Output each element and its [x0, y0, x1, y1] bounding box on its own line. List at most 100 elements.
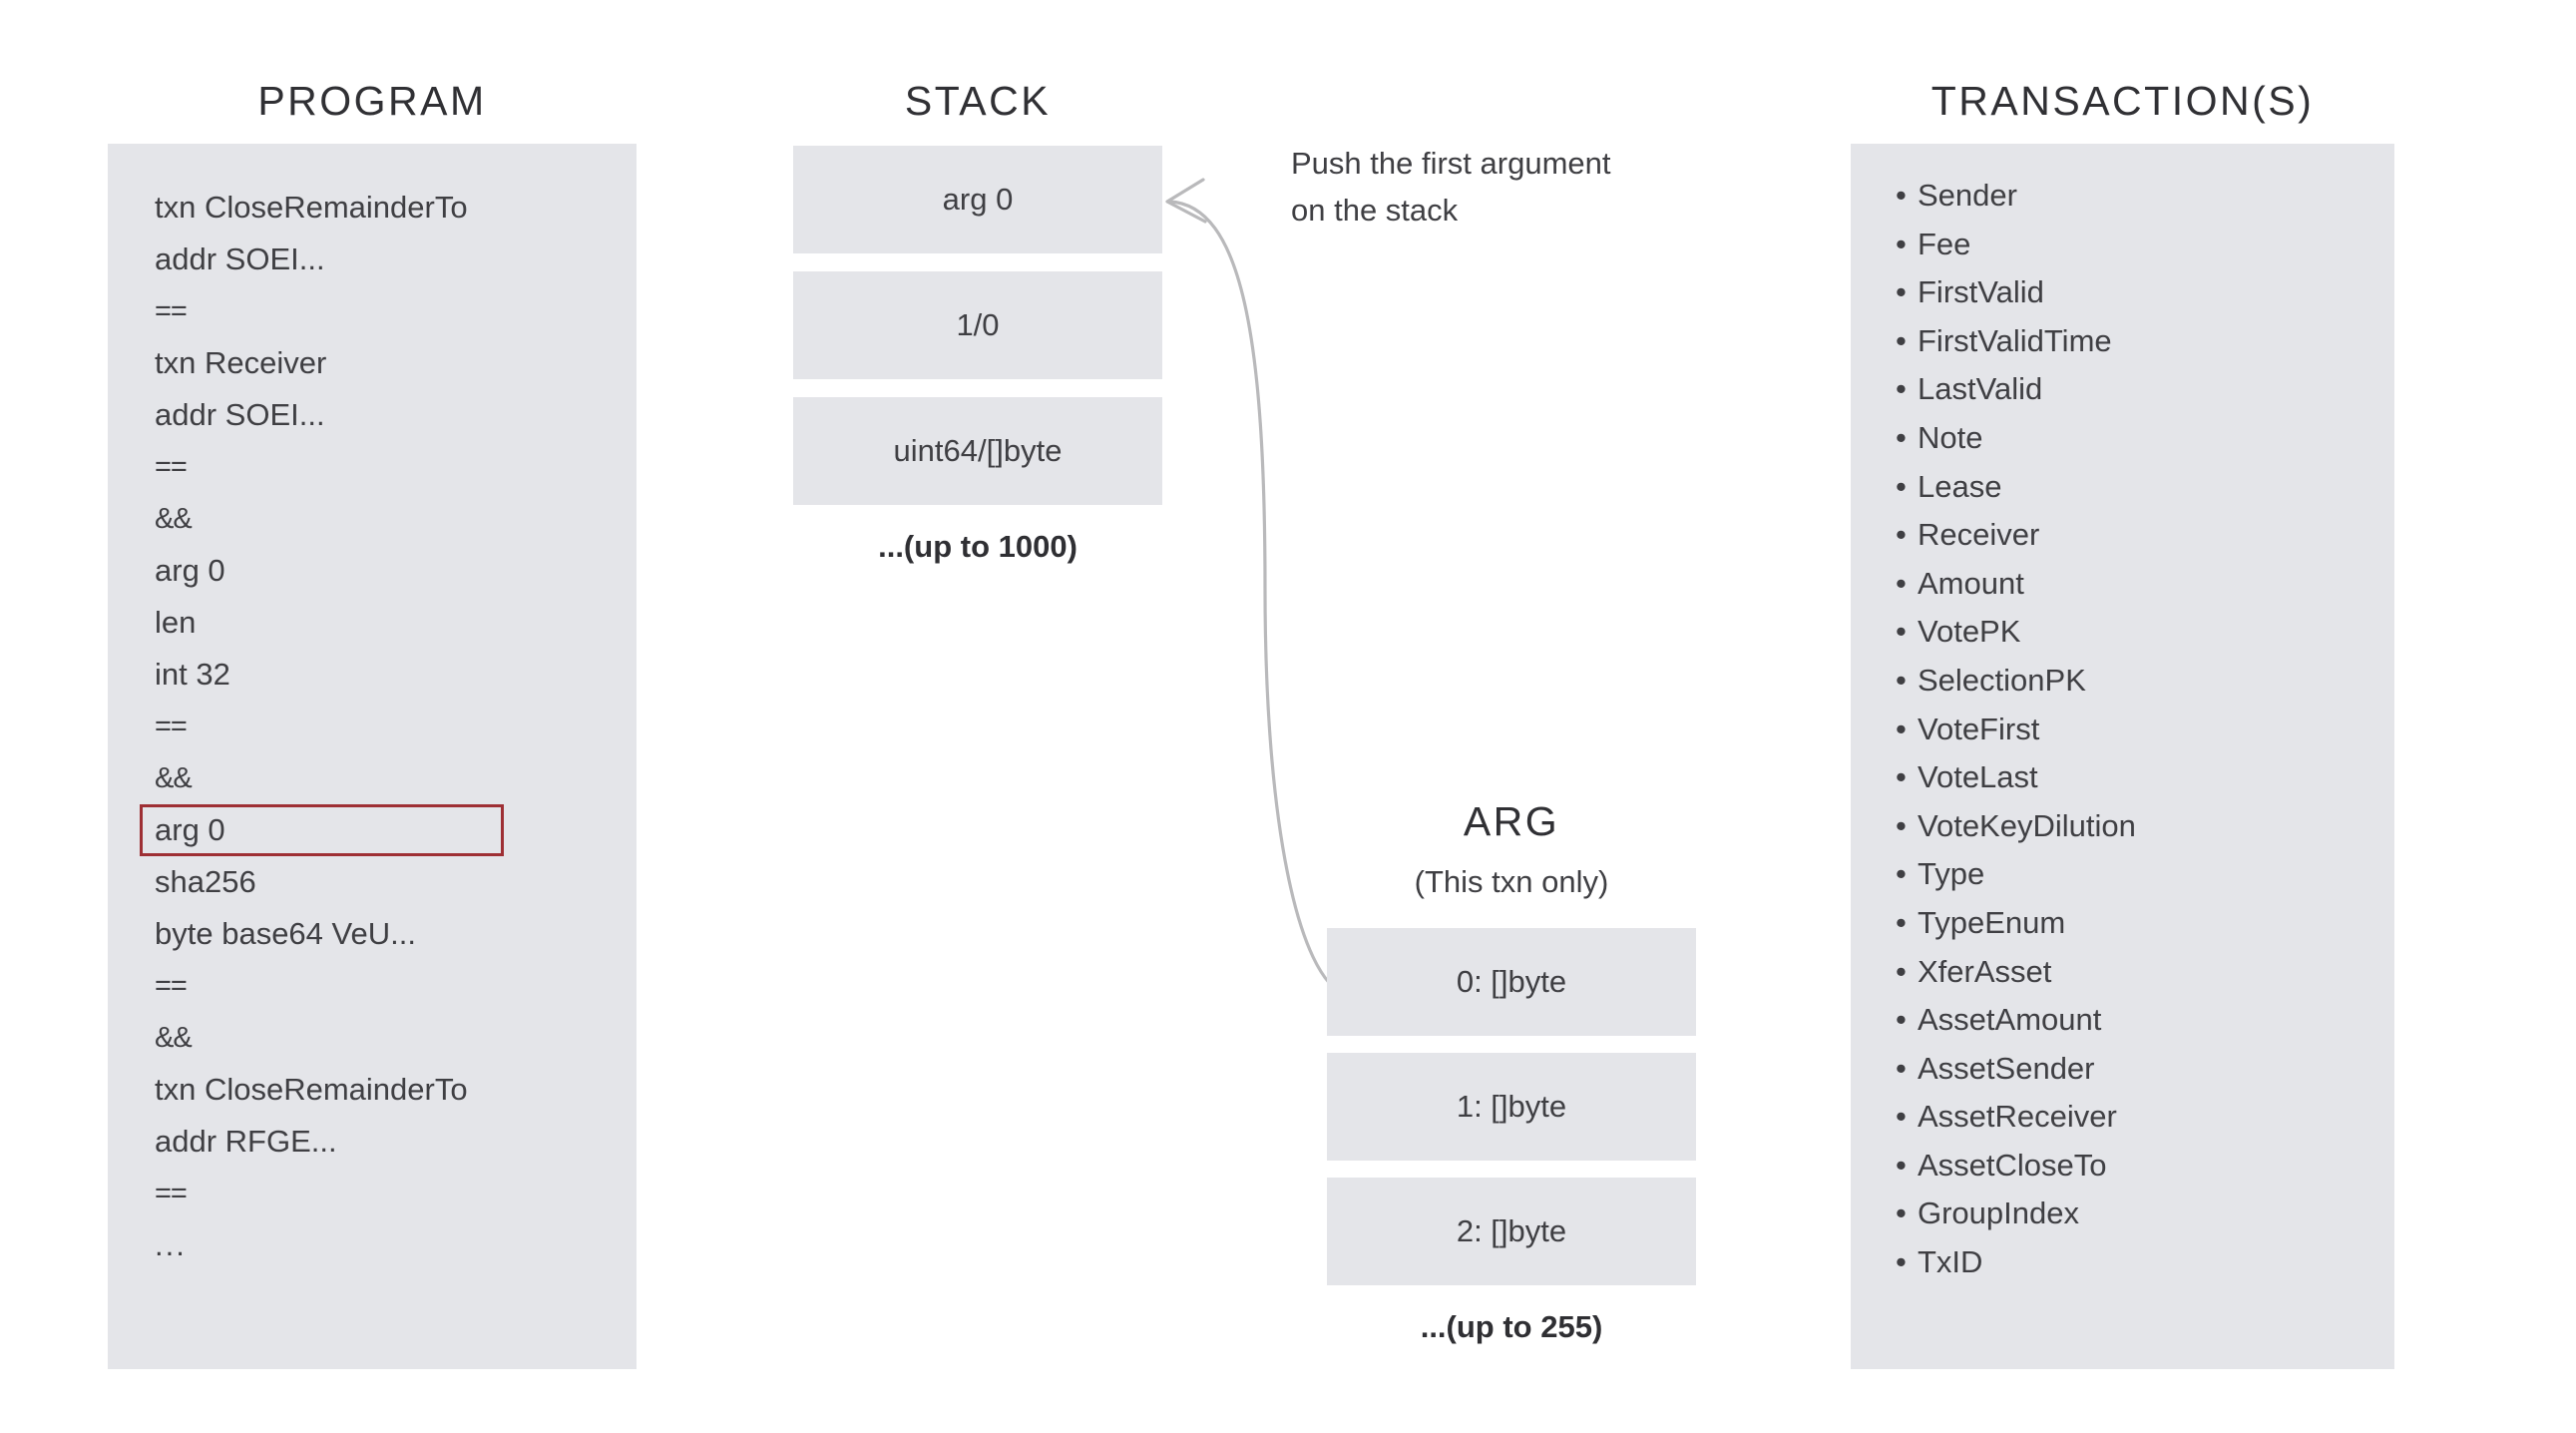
transaction-field-item: • Receiver: [1896, 511, 2374, 560]
program-line: txn CloseRemainderTo: [155, 190, 468, 225]
transaction-field-label: LastValid: [1918, 371, 2043, 407]
transaction-field-item: • AssetAmount: [1896, 996, 2374, 1045]
program-line: ==: [155, 295, 188, 327]
program-line: &&: [155, 762, 193, 794]
annotation-line-2: on the stack: [1291, 193, 1459, 228]
program-line: txn CloseRemainderTo: [155, 1072, 468, 1107]
transaction-field-item: • VoteLast: [1896, 753, 2374, 802]
transaction-field-label: Type: [1918, 856, 1985, 892]
bullet-icon: •: [1896, 953, 1907, 989]
push-argument-annotation: Push the first argument on the stack: [1291, 140, 1710, 234]
transaction-field-item: • XferAsset: [1896, 948, 2374, 997]
bullet-icon: •: [1896, 1002, 1907, 1038]
transaction-field-list: • Sender • Fee •FirstValid • FirstValidTime • La…: [1896, 172, 2374, 1287]
program-line: ==: [155, 451, 188, 483]
program-line: arg 0: [155, 553, 225, 588]
transaction-field-item: •AssetCloseTo: [1896, 1142, 2374, 1191]
transaction-field-label: VoteKeyDilution: [1918, 807, 2136, 843]
transaction-field-label: SelectionPK: [1918, 662, 2086, 698]
bullet-icon: •: [1896, 759, 1907, 795]
bullet-icon: •: [1896, 1099, 1907, 1135]
bullet-icon: •: [1896, 1050, 1907, 1086]
program-line: addr RFGE...: [155, 1124, 337, 1159]
transaction-field-item: • Amount: [1896, 560, 2374, 609]
transaction-field-label: FirstValidTime: [1918, 322, 2112, 358]
bullet-icon: •: [1896, 565, 1907, 601]
transaction-field-item: •GroupIndex: [1896, 1190, 2374, 1238]
transaction-field-item: • TxID: [1896, 1238, 2374, 1287]
program-line: addr SOEI...: [155, 397, 325, 432]
bullet-icon: •: [1896, 226, 1907, 261]
program-column-header: PROGRAM: [257, 78, 487, 124]
transaction-field-item: • Type: [1896, 850, 2374, 899]
program-line: &&: [155, 503, 193, 535]
bullet-icon: •: [1896, 371, 1907, 407]
stack-column-header: STACK: [904, 78, 1052, 124]
transaction-field-item: • VoteKeyDilution: [1896, 802, 2374, 851]
transaction-field-item: • LastValid: [1896, 365, 2374, 414]
transaction-field-label: VoteFirst: [1918, 711, 2040, 746]
arg-capacity-caption: ...(up to 255): [1420, 1309, 1603, 1344]
arg-slot-2: 2: []byte: [1327, 1178, 1696, 1285]
program-line: int 32: [155, 657, 230, 692]
transaction-field-item: • TypeEnum: [1896, 899, 2374, 948]
transaction-field-label: GroupIndex: [1918, 1195, 2079, 1231]
transaction-field-label: VotePK: [1918, 614, 2021, 650]
transaction-field-label: TypeEnum: [1918, 904, 2066, 940]
bullet-icon: •: [1896, 419, 1907, 455]
program-line: ==: [155, 711, 188, 742]
annotation-line-1: Push the first argument: [1291, 146, 1611, 181]
program-line: txn Receiver: [155, 345, 327, 380]
stack-slot-1: 1/0: [793, 271, 1162, 379]
transactions-panel: [1851, 144, 2394, 1369]
transaction-field-label: Fee: [1918, 226, 1971, 261]
stack-slot-0: arg 0: [793, 146, 1162, 253]
transactions-column-header: TRANSACTION(S): [1931, 78, 2315, 124]
program-line: len: [155, 605, 197, 640]
transaction-field-label: AssetSender: [1918, 1050, 2095, 1086]
bullet-icon: •: [1896, 1147, 1907, 1183]
program-instruction-list: txn CloseRemainderTo addr SOEI... == txn Re…: [140, 182, 614, 1271]
bullet-icon: •: [1896, 614, 1907, 650]
transaction-field-label: VoteLast: [1918, 759, 2038, 795]
arg-subtitle: (This txn only): [1414, 864, 1609, 899]
transaction-field-label: Receiver: [1918, 517, 2040, 553]
bullet-icon: •: [1896, 468, 1907, 504]
transaction-field-label: Sender: [1918, 178, 2017, 213]
program-line: ==: [155, 1178, 188, 1209]
transaction-field-item: • SelectionPK: [1896, 657, 2374, 706]
program-line: ==: [155, 970, 188, 1002]
transaction-field-item: • VotePK: [1896, 608, 2374, 657]
transaction-field-label: Note: [1918, 419, 1983, 455]
transaction-field-label: Amount: [1918, 565, 2024, 601]
transaction-field-label: TxID: [1918, 1244, 1983, 1280]
transaction-field-item: • Fee: [1896, 221, 2374, 269]
bullet-icon: •: [1896, 807, 1907, 843]
arg-column-header: ARG: [1463, 798, 1560, 844]
bullet-icon: •: [1896, 856, 1907, 892]
transaction-field-item: • VoteFirst: [1896, 706, 2374, 754]
transaction-field-item: •Lease: [1896, 463, 2374, 512]
transaction-field-item: • FirstValidTime: [1896, 317, 2374, 366]
program-line: ...: [155, 1227, 187, 1262]
bullet-icon: •: [1896, 662, 1907, 698]
bullet-icon: •: [1896, 322, 1907, 358]
bullet-icon: •: [1896, 1244, 1907, 1280]
transaction-field-label: XferAsset: [1918, 953, 2052, 989]
bullet-icon: •: [1896, 517, 1907, 553]
bullet-icon: •: [1896, 904, 1907, 940]
program-line: addr SOEI...: [155, 241, 325, 276]
bullet-icon: •: [1896, 178, 1907, 213]
stack-slot-2: uint64/[]byte: [793, 397, 1162, 505]
transaction-field-item: •FirstValid: [1896, 268, 2374, 317]
arg-slot-1: 1: []byte: [1327, 1053, 1696, 1161]
transaction-field-item: • Sender: [1896, 172, 2374, 221]
bullet-icon: •: [1896, 711, 1907, 746]
bullet-icon: •: [1896, 274, 1907, 310]
transaction-field-label: AssetAmount: [1918, 1002, 2102, 1038]
program-line: &&: [155, 1022, 193, 1054]
program-panel: [108, 144, 637, 1369]
program-line: sha256: [155, 864, 256, 899]
transaction-field-item: • AssetSender: [1896, 1045, 2374, 1094]
transaction-field-label: AssetReceiver: [1918, 1099, 2117, 1135]
